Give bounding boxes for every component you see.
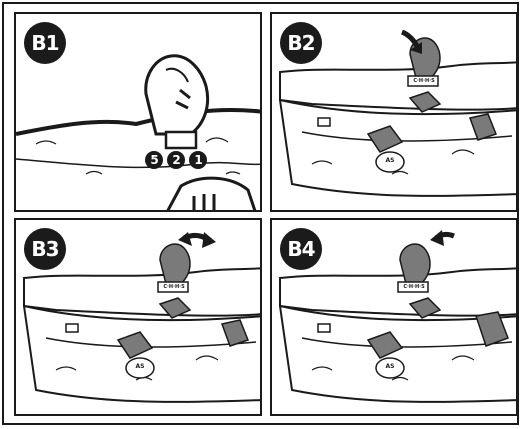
chip-2: 2 (171, 152, 182, 168)
knob-icon (146, 56, 208, 148)
chip-5: 5 (149, 152, 160, 168)
tag-label: AS (384, 362, 396, 372)
curved-arrow-icon (178, 232, 216, 248)
strip-label: C·H·H·S (400, 282, 428, 292)
panel-b2-badge: B2 (280, 22, 322, 64)
chip-1: 1 (193, 152, 204, 168)
panel-b1-badge: B1 (24, 22, 66, 64)
curved-arrow-icon (430, 230, 454, 246)
strip-label: C·H·H·S (160, 282, 188, 292)
knob-icon (160, 244, 190, 286)
tag-label: AS (384, 156, 396, 166)
panel-b4-badge: B4 (280, 228, 322, 270)
tag-label: AS (134, 362, 146, 372)
panel-b2: B2 C·H·H·S AS (270, 12, 518, 212)
strip-label: C·H·H·S (410, 76, 438, 86)
adjuster-icon (166, 178, 256, 212)
panel-b3: B3 C·H·H·S AS (14, 218, 262, 416)
panel-b3-badge: B3 (24, 228, 66, 270)
knob-icon (400, 244, 430, 286)
panel-b1: B1 5 2 1 (14, 12, 262, 212)
panel-b4: B4 C·H·H·S AS (270, 218, 518, 416)
